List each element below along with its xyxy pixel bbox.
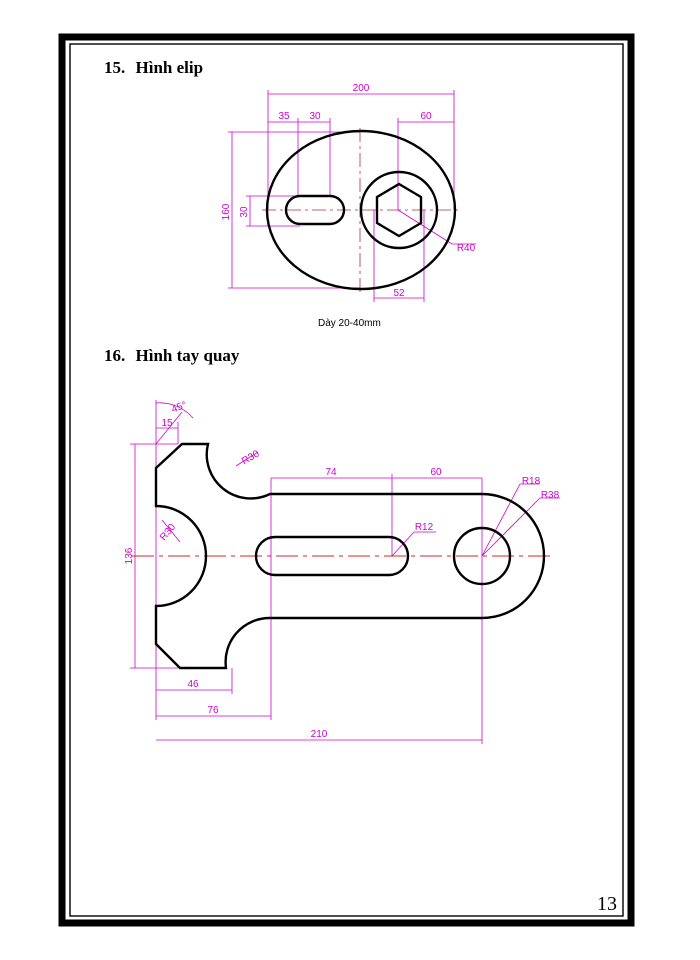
section-15-heading: 15. Hình elip — [104, 58, 203, 78]
dim-r38: R38 — [541, 490, 560, 501]
section-16-number: 16. — [104, 346, 126, 365]
dim-210: 210 — [311, 729, 328, 740]
dim-74: 74 — [325, 467, 337, 478]
dim-r30-left: R30 — [158, 522, 179, 543]
dim-r18: R18 — [522, 476, 541, 487]
dim-46: 46 — [187, 679, 199, 690]
section-16-title: Hình tay quay — [135, 346, 240, 365]
dim-60: 60 — [420, 111, 432, 122]
thickness-caption: Dày 20-40mm — [318, 318, 381, 329]
dim-30-side: 30 — [239, 206, 250, 218]
crank-drawing: 45° 15 R30 74 60 R18 R38 R12 R30 136 46 … — [124, 400, 560, 744]
section-16-heading: 16. Hình tay quay — [104, 346, 239, 366]
dim-30-top: 30 — [309, 111, 321, 122]
dim-r12: R12 — [415, 522, 434, 533]
dim-160: 160 — [221, 203, 232, 220]
dim-200: 200 — [353, 83, 370, 94]
dim-136: 136 — [124, 547, 135, 564]
page-number: 13 — [597, 893, 617, 915]
dim-76: 76 — [207, 705, 219, 716]
section-15-title: Hình elip — [135, 58, 204, 77]
dim-r40: R40 — [457, 243, 476, 254]
section-15-number: 15. — [104, 58, 126, 77]
dim-15: 15 — [161, 418, 173, 429]
dim-60: 60 — [430, 467, 442, 478]
dim-r30-top: R30 — [240, 448, 262, 467]
dim-35: 35 — [278, 111, 290, 122]
dim-45deg: 45° — [170, 400, 188, 416]
dim-52: 52 — [393, 288, 405, 299]
ellipse-drawing: 200 35 30 60 160 30 R40 52 — [221, 83, 476, 302]
